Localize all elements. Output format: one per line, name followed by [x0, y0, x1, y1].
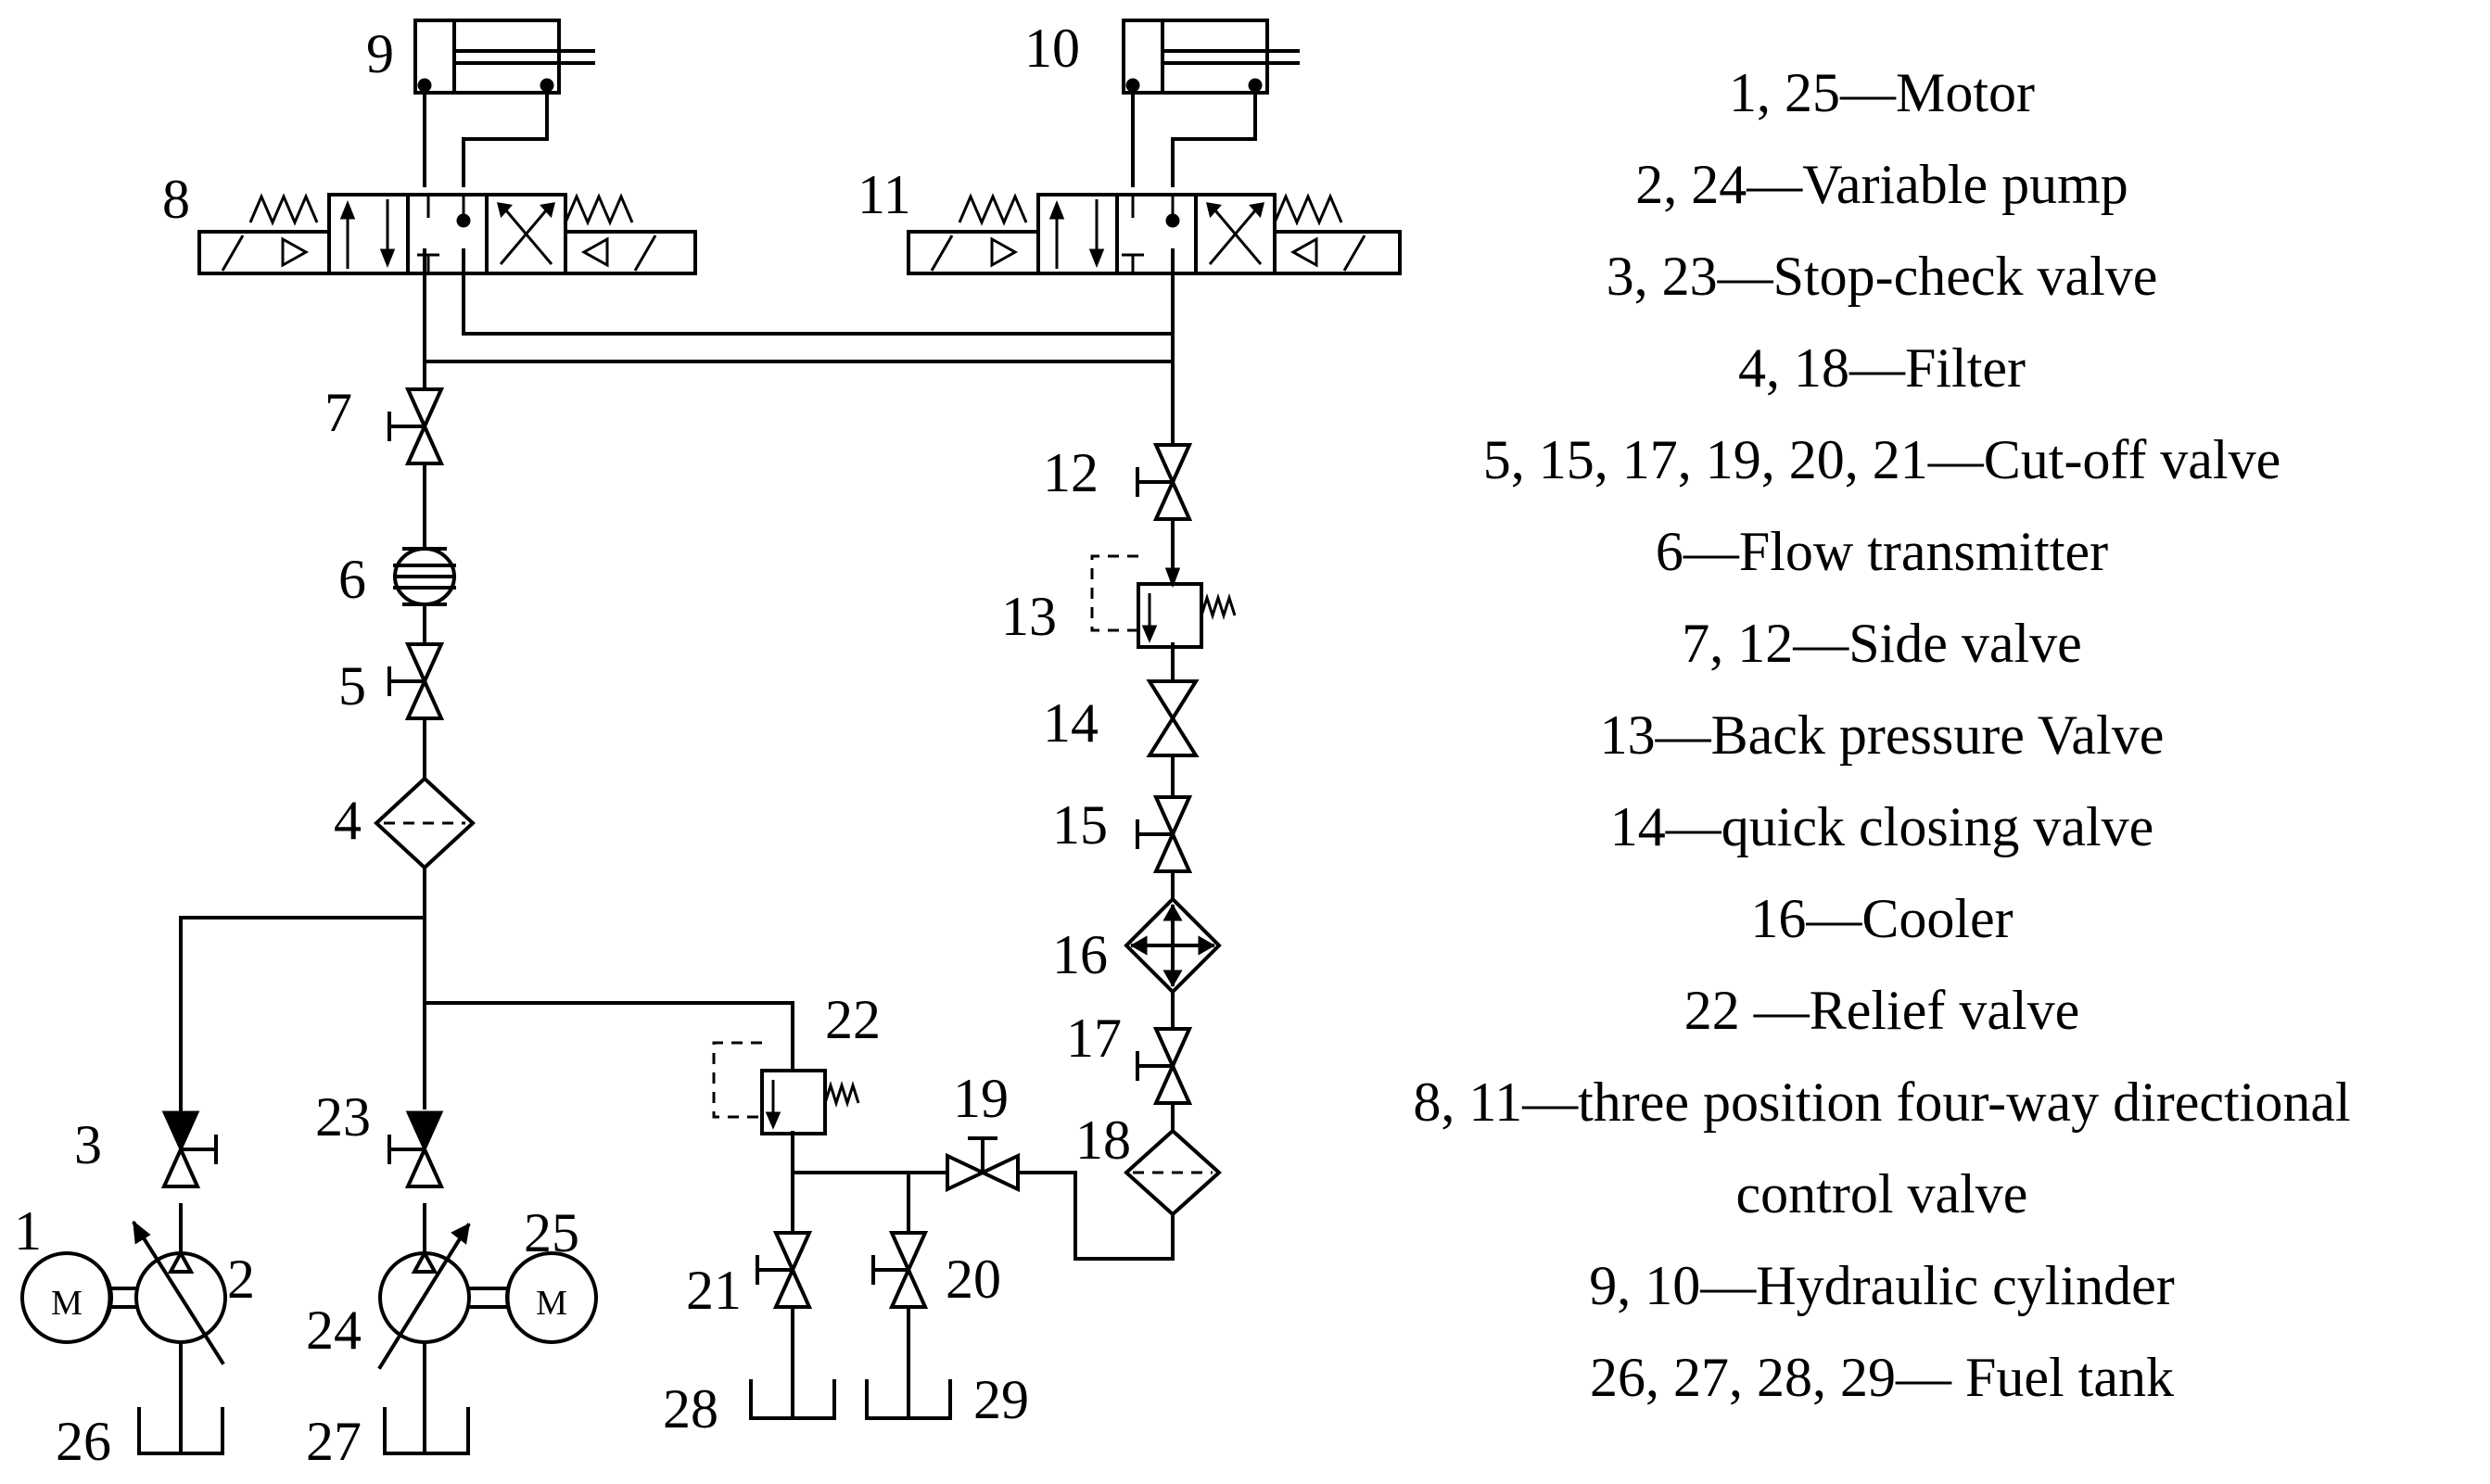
label-4: 4: [334, 790, 362, 851]
label-1: 1: [14, 1200, 42, 1262]
legend-item-filter: 4, 18—Filter: [1738, 337, 2026, 399]
label-7: 7: [324, 382, 352, 443]
legend-item-relief-valve: 22 —Relief valve: [1684, 980, 2080, 1041]
label-25: 25: [524, 1202, 579, 1263]
label-19: 19: [953, 1068, 1009, 1129]
directional-valve-11: [907, 193, 1402, 275]
side-valve-12: [1136, 443, 1193, 521]
fuel-tank-28: [749, 1379, 836, 1420]
label-16: 16: [1052, 924, 1108, 985]
label-12: 12: [1043, 442, 1099, 503]
cutoff-valve-21: [756, 1231, 813, 1309]
label-26: 26: [56, 1411, 111, 1472]
legend-item-motor: 1, 25—Motor: [1729, 62, 2035, 123]
directional-valve-8: [197, 193, 697, 275]
legend-item-side-valve: 7, 12—Side valve: [1682, 613, 2082, 674]
cutoff-valve-5: [387, 642, 445, 720]
legend-item-back-pressure-valve: 13—Back pressure Valve: [1600, 704, 2165, 766]
motor-25: M: [467, 1251, 598, 1344]
label-22: 22: [825, 989, 881, 1050]
label-20: 20: [946, 1249, 1001, 1310]
label-21: 21: [686, 1260, 742, 1321]
label-28: 28: [663, 1378, 718, 1440]
label-29: 29: [973, 1369, 1029, 1430]
motor-1-symbol: M: [51, 1284, 83, 1323]
label-17: 17: [1066, 1008, 1122, 1069]
legend-item-cutoff-valve: 5, 15, 17, 19, 20, 21—Cut-off valve: [1483, 429, 2280, 490]
legend-item-directional-valve-cont: control valve: [1736, 1163, 2028, 1224]
label-9: 9: [366, 23, 394, 84]
label-15: 15: [1052, 794, 1108, 856]
label-14: 14: [1043, 692, 1099, 754]
legend-item-fuel-tank: 26, 27, 28, 29— Fuel tank: [1590, 1347, 2174, 1408]
stop-check-valve-3: [160, 1110, 218, 1188]
variable-pump-24: [377, 1223, 471, 1370]
back-pressure-valve-13: [1090, 554, 1237, 649]
label-27: 27: [306, 1411, 362, 1472]
label-2: 2: [227, 1249, 255, 1310]
label-10: 10: [1024, 18, 1080, 79]
flow-transmitter-6: [393, 547, 456, 606]
fuel-tank-26: [137, 1407, 224, 1455]
quick-closing-valve-14: [1146, 679, 1200, 757]
label-23: 23: [315, 1086, 371, 1148]
label-18: 18: [1075, 1110, 1131, 1171]
label-6: 6: [338, 549, 366, 610]
legend-item-stop-check-valve: 3, 23—Stop-check valve: [1607, 246, 2158, 307]
fuel-tank-27: [383, 1407, 470, 1455]
legend-item-quick-closing-valve: 14—quick closing valve: [1610, 796, 2154, 857]
hydraulic-cylinder-10: [1122, 19, 1300, 187]
cutoff-valve-19: [946, 1136, 1020, 1193]
fuel-tank-29: [865, 1379, 952, 1420]
component-numbers: 9 10 8 11 7 6 5 4 12 13 14 15 16 17 18 1…: [14, 18, 1131, 1472]
motor-25-symbol: M: [536, 1284, 567, 1323]
legend-item-hydraulic-cylinder: 9, 10—Hydraulic cylinder: [1589, 1255, 2175, 1316]
cutoff-valve-20: [871, 1231, 929, 1309]
filter-18: [1124, 1128, 1222, 1217]
legend-item-cooler: 16—Cooler: [1750, 888, 2013, 949]
label-13: 13: [1001, 586, 1057, 647]
motor-1: M: [20, 1251, 138, 1344]
legend-item-flow-transmitter: 6—Flow transmitter: [1656, 521, 2108, 582]
side-valve-7: [387, 387, 445, 465]
legend-item-variable-pump: 2, 24—Variable pump: [1635, 154, 2128, 215]
relief-valve-22: [712, 1041, 860, 1135]
filter-4: [374, 776, 476, 870]
cutoff-valve-17: [1136, 1027, 1193, 1105]
legend: 1, 25—Motor 2, 24—Variable pump 3, 23—St…: [1413, 62, 2350, 1408]
stop-check-valve-23: [387, 1110, 445, 1188]
legend-item-directional-valve: 8, 11—three position four-way directiona…: [1413, 1072, 2350, 1133]
cooler-16: [1124, 896, 1222, 995]
label-3: 3: [74, 1114, 102, 1175]
label-11: 11: [858, 164, 911, 225]
variable-pump-2: [132, 1220, 227, 1365]
cutoff-valve-15: [1136, 795, 1193, 873]
label-24: 24: [306, 1300, 362, 1361]
label-5: 5: [338, 655, 366, 717]
label-8: 8: [162, 169, 190, 230]
hydraulic-cylinder-9: [413, 19, 595, 187]
